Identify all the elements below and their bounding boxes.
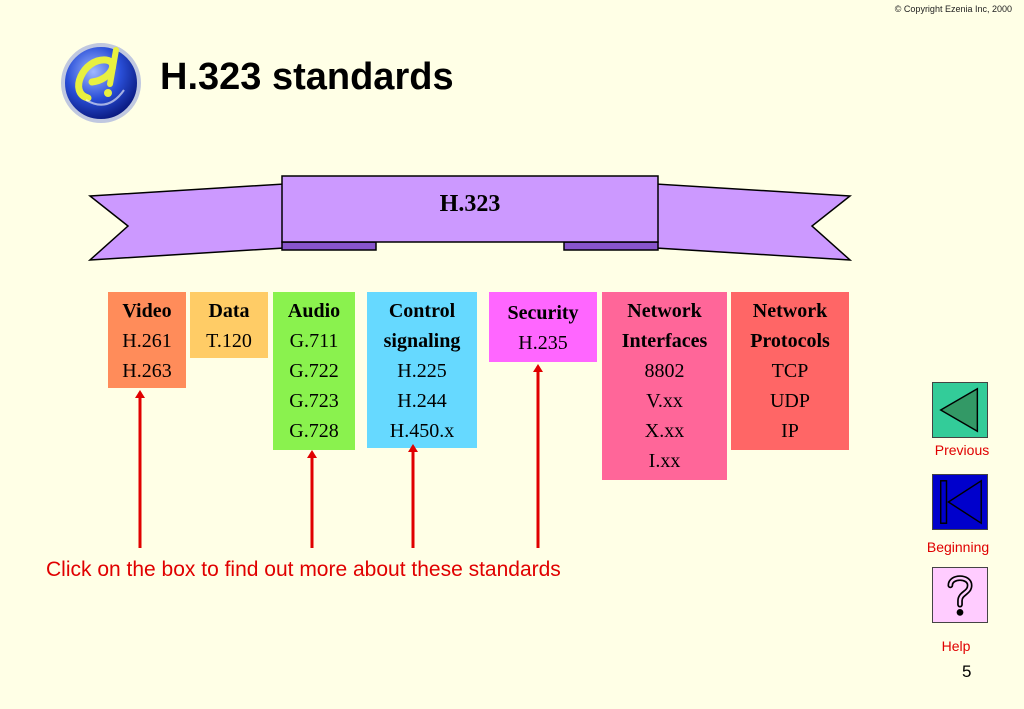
beginning-button[interactable]: [932, 474, 988, 530]
help-label[interactable]: Help: [941, 638, 971, 654]
box-heading: Video: [122, 300, 172, 322]
security-standards-box[interactable]: Security H.235: [489, 292, 597, 362]
previous-button[interactable]: [932, 382, 988, 438]
box-item: T.120: [206, 330, 252, 352]
data-standards-box[interactable]: Data T.120: [190, 292, 268, 358]
box-item: G.723: [289, 390, 339, 412]
box-item: UDP: [769, 390, 810, 412]
h323-ribbon-banner: [88, 175, 852, 261]
help-button[interactable]: [932, 567, 988, 623]
box-item: X.xx: [644, 420, 685, 442]
network-protocols-box[interactable]: Network Protocols TCP UDP IP: [731, 292, 849, 450]
question-mark-icon: [947, 575, 973, 616]
page-title: H.323 standards: [160, 56, 454, 98]
box-item: H.263: [122, 360, 172, 382]
network-interfaces-box[interactable]: Network Interfaces 8802 V.xx X.xx I.xx: [602, 292, 727, 480]
box-item: H.244: [397, 390, 447, 412]
ezenia-logo-icon: [61, 43, 141, 123]
page-number: 5: [962, 662, 972, 681]
box-heading: Interfaces: [621, 330, 708, 352]
previous-label[interactable]: Previous: [934, 442, 990, 458]
box-heading: signaling: [383, 330, 461, 352]
box-item: 8802: [644, 360, 685, 382]
box-item: H.450.x: [389, 420, 455, 442]
box-item: H.261: [122, 330, 172, 352]
skip-to-start-icon: [939, 479, 982, 525]
ribbon-label: H.323: [439, 191, 501, 217]
box-item: G.728: [289, 420, 339, 442]
box-heading: Data: [208, 300, 250, 322]
box-heading: Network: [752, 300, 828, 322]
box-item: G.722: [289, 360, 339, 382]
box-item: IP: [781, 420, 799, 442]
box-item: TCP: [771, 360, 809, 382]
box-heading: Audio: [287, 300, 341, 322]
box-heading: Protocols: [750, 330, 830, 352]
box-heading: Network: [627, 300, 702, 322]
box-heading: Security: [507, 302, 579, 324]
control-signaling-box[interactable]: Control signaling H.225 H.244 H.450.x: [367, 292, 477, 448]
copyright-notice: © Copyright Ezenia Inc, 2000: [894, 4, 1012, 14]
beginning-label[interactable]: Beginning: [926, 539, 990, 555]
triangle-left-icon: [939, 387, 979, 433]
instruction-text: Click on the box to find out more about …: [46, 558, 561, 581]
box-item: H.225: [397, 360, 447, 382]
audio-standards-box[interactable]: Audio G.711 G.722 G.723 G.728: [273, 292, 355, 450]
box-item: H.235: [518, 332, 568, 354]
video-standards-box[interactable]: Video H.261 H.263: [108, 292, 186, 388]
box-heading: Control: [388, 300, 456, 322]
box-item: I.xx: [648, 450, 681, 472]
box-item: G.711: [289, 330, 339, 352]
box-item: V.xx: [646, 390, 683, 412]
